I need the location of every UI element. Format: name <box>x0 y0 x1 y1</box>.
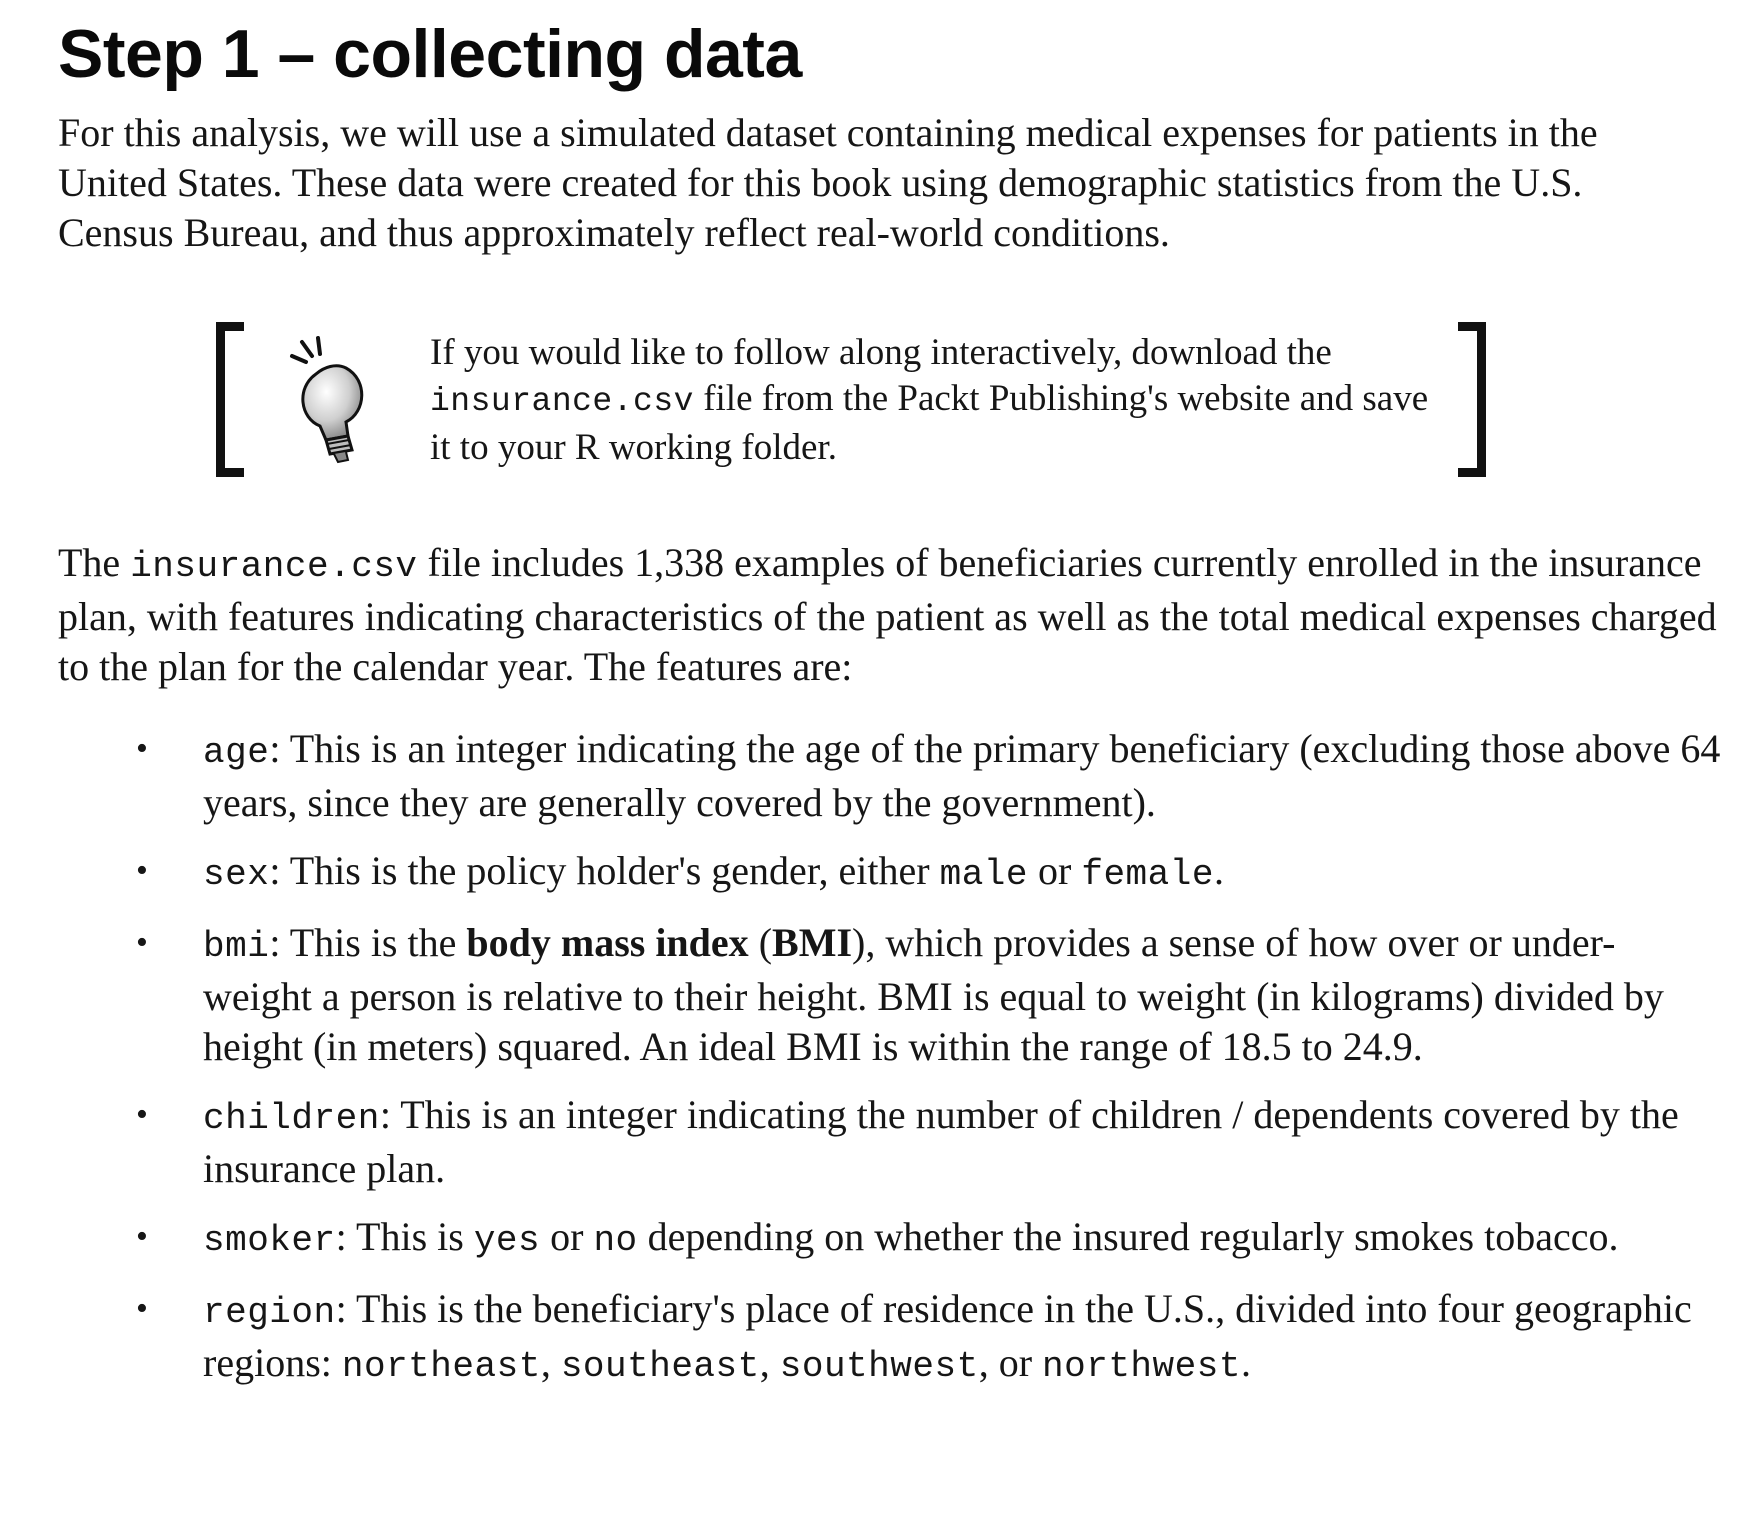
feature-value-code: male <box>939 854 1029 895</box>
feature-description: : This is the policy holder's gender, ei… <box>269 848 940 893</box>
list-item: • children: This is an integer indicating… <box>58 1090 1723 1194</box>
region-code: southeast <box>560 1346 760 1387</box>
bold-abbreviation: BMI <box>772 920 853 965</box>
feature-end: . <box>1240 1340 1251 1385</box>
feature-code: bmi <box>203 926 270 967</box>
feature-end: . <box>1213 848 1224 893</box>
tip-text-before: If you would like to follow along intera… <box>430 332 1332 373</box>
feature-value-code: yes <box>473 1220 541 1261</box>
bullet-icon: • <box>136 1290 148 1327</box>
body-text-after: file includes 1,338 examples of benefici… <box>58 540 1717 689</box>
body-filename-code: insurance.csv <box>130 546 418 587</box>
feature-code: region <box>203 1292 336 1333</box>
feature-list: •age: This is an integer indicating the … <box>58 724 1720 1392</box>
tip-text: If you would like to follow along intera… <box>430 330 1430 471</box>
region-separator: , or <box>978 1340 1043 1385</box>
body-paragraph: The insurance.csv file includes 1,338 ex… <box>58 538 1718 692</box>
feature-code: sex <box>203 854 270 895</box>
bold-term: body mass index <box>466 920 749 965</box>
feature-code: children <box>203 1098 380 1139</box>
region-code: southwest <box>779 1346 979 1387</box>
list-item: • smoker: This is yes or no depending on … <box>58 1212 1723 1266</box>
feature-end: depending on whether the insured regular… <box>637 1214 1619 1259</box>
page: Step 1 – collecting data For this analys… <box>58 0 1720 1410</box>
lightbulb-icon <box>290 336 364 464</box>
bullet-icon: • <box>136 1218 148 1255</box>
feature-code: smoker <box>203 1220 336 1261</box>
tip-box: If you would like to follow along intera… <box>58 322 1698 482</box>
feature-description: : This is the beneficiary's place of res… <box>203 1286 1692 1385</box>
tip-filename-code: insurance.csv <box>430 383 694 420</box>
feature-value-code: no <box>593 1220 638 1261</box>
list-item: • bmi: This is the body mass index (BMI),… <box>58 918 1723 1072</box>
feature-description: : This is the <box>269 920 467 965</box>
feature-connector: ( <box>748 920 773 965</box>
feature-connector: or <box>540 1214 594 1259</box>
feature-code: age <box>203 732 270 773</box>
left-bracket <box>216 322 244 477</box>
region-separator: , <box>759 1340 780 1385</box>
region-code: northeast <box>341 1346 541 1387</box>
feature-description: : This is <box>335 1214 474 1259</box>
region-code: northwest <box>1042 1346 1241 1387</box>
list-item: • region: This is the beneficiary's place… <box>58 1284 1723 1392</box>
bullet-icon: • <box>136 1096 148 1133</box>
list-item: • age: This is an integer indicating the … <box>58 724 1723 828</box>
bullet-icon: • <box>136 852 148 889</box>
section-heading: Step 1 – collecting data <box>58 16 802 92</box>
list-item: • sex: This is the policy holder's gender… <box>58 846 1723 900</box>
region-separator: , <box>540 1340 561 1385</box>
feature-description: : This is an integer indicating the numb… <box>203 1092 1679 1191</box>
feature-description: : This is an integer indicating the age … <box>203 726 1721 825</box>
feature-connector: or <box>1028 848 1082 893</box>
right-bracket <box>1458 322 1486 477</box>
bullet-icon: • <box>136 730 148 767</box>
feature-value-code: female <box>1081 854 1214 895</box>
intro-paragraph: For this analysis, we will use a simulat… <box>58 110 1598 255</box>
feature-end: ), which provides a sense of how over or… <box>203 920 1664 1069</box>
tip-text-after: file from the Packt Publishing's website… <box>430 378 1429 468</box>
bullet-icon: • <box>136 924 148 961</box>
body-text-before: The <box>58 540 131 585</box>
